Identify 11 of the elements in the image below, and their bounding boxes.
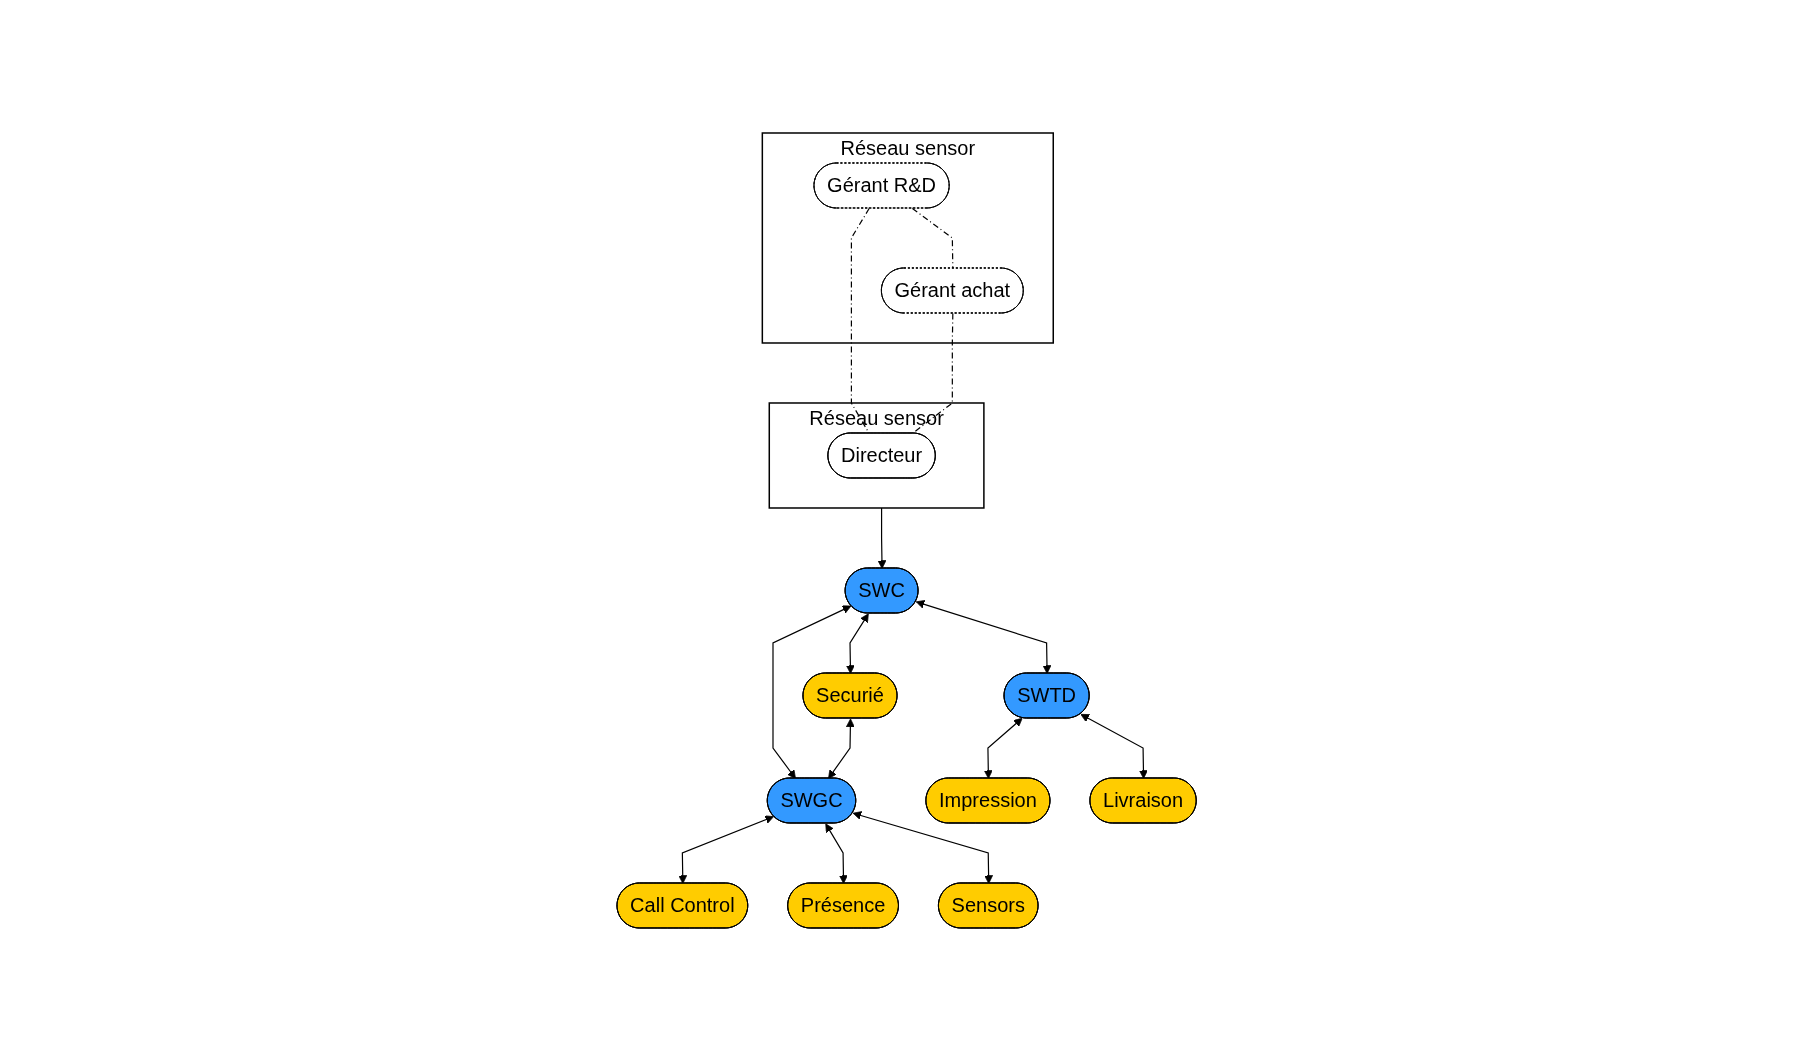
- arrow: [983, 717, 1023, 779]
- arrow: [845, 613, 869, 674]
- arrow: [915, 600, 1052, 674]
- arrow: [1080, 713, 1148, 779]
- arrow: [852, 811, 993, 884]
- arrow: [772, 605, 852, 779]
- arrow: [877, 507, 887, 569]
- connector: [911, 207, 954, 270]
- arrow: [678, 815, 774, 884]
- arrow: [825, 823, 848, 884]
- arrow: [828, 718, 855, 779]
